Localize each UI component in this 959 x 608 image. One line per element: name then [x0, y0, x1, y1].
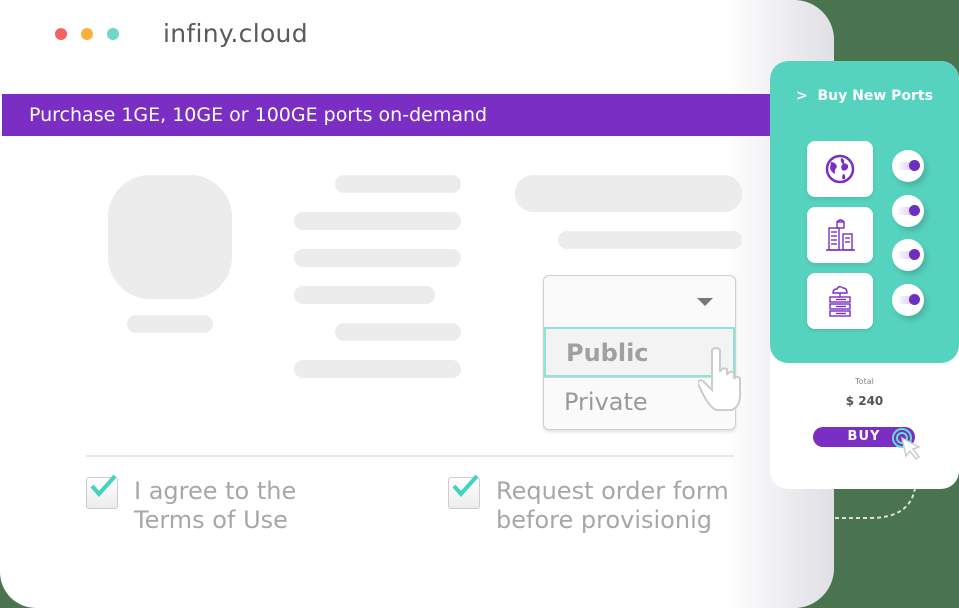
chevron-right-icon: > [796, 88, 808, 104]
browser-window: infiny.cloud Purchase 1GE, 10GE or 100GE… [0, 0, 834, 608]
terms-checkbox[interactable]: I agree to the Terms of Use [86, 474, 296, 535]
skeleton-line [294, 249, 461, 267]
buildings-icon [826, 219, 855, 251]
skeleton-line [294, 360, 461, 378]
toggle-switch[interactable] [892, 239, 924, 271]
panel-heading: > Buy New Ports [796, 88, 933, 104]
maximize-dot[interactable] [107, 28, 119, 40]
checkbox[interactable] [86, 474, 118, 509]
hand-cursor-icon [698, 347, 741, 411]
skeleton-line [294, 212, 461, 230]
checkbox-label: I agree to the Terms of Use [134, 477, 296, 535]
check-icon [452, 474, 479, 498]
toggle-switch[interactable] [892, 284, 924, 316]
promo-banner: Purchase 1GE, 10GE or 100GE ports on-dem… [2, 94, 802, 136]
globe-icon [825, 154, 855, 184]
toggle-switch[interactable] [892, 150, 924, 182]
panel-header: > Buy New Ports [770, 61, 959, 363]
skeleton-line [558, 231, 742, 249]
caret-down-icon[interactable] [697, 298, 713, 306]
check-icon [90, 474, 117, 498]
avatar-placeholder [108, 175, 232, 299]
toggle-switch[interactable] [892, 195, 924, 227]
option-private[interactable]: Private [544, 377, 735, 427]
minimize-dot[interactable] [81, 28, 93, 40]
label-line: Terms of Use [134, 506, 288, 534]
buy-button[interactable]: BUY [813, 427, 915, 447]
panel-title: Buy New Ports [817, 88, 933, 104]
buy-ports-panel: > Buy New Ports Total $ 240 BUY [770, 61, 959, 489]
port-tile-cloud[interactable] [807, 273, 873, 329]
window-controls [55, 28, 119, 40]
checkbox[interactable] [448, 474, 480, 509]
close-dot[interactable] [55, 28, 67, 40]
skeleton-line [335, 175, 461, 193]
label-line: before provisionig [496, 506, 712, 534]
skeleton-line [335, 323, 461, 341]
checkbox-label: Request order form before provisionig [496, 477, 729, 535]
label-line: I agree to the [134, 477, 297, 505]
pointer-cursor-icon [892, 428, 921, 461]
label-line: Request order form [496, 477, 729, 505]
total-label: Total [855, 377, 874, 386]
skeleton-line [127, 315, 213, 333]
skeleton-field [515, 175, 742, 212]
skeleton-line [294, 286, 435, 304]
divider [86, 455, 734, 457]
port-tile-datacenter[interactable] [807, 207, 873, 263]
total-value: $ 240 [845, 394, 884, 408]
option-public[interactable]: Public [544, 327, 735, 377]
order-form-checkbox[interactable]: Request order form before provisionig [448, 474, 729, 535]
port-tile-globe[interactable] [807, 141, 873, 197]
cloud-server-icon [829, 286, 851, 317]
port-type-dropdown[interactable]: Public Private [543, 275, 736, 430]
window-title: infiny.cloud [163, 19, 308, 48]
dotted-connector [835, 488, 916, 519]
